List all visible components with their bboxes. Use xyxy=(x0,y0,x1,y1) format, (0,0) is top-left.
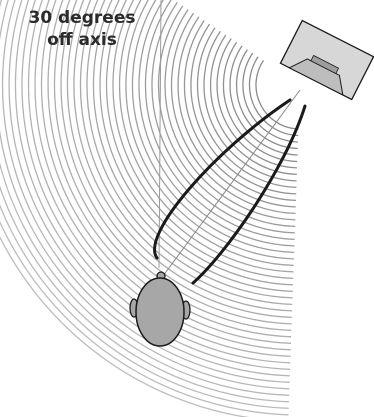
annotation-line-1: 30 degrees xyxy=(12,8,152,28)
wavefront-arc xyxy=(159,6,296,227)
wavefront-arc xyxy=(0,0,289,408)
loudspeaker-icon xyxy=(280,20,373,99)
annotation-line-2: off axis xyxy=(12,30,152,50)
